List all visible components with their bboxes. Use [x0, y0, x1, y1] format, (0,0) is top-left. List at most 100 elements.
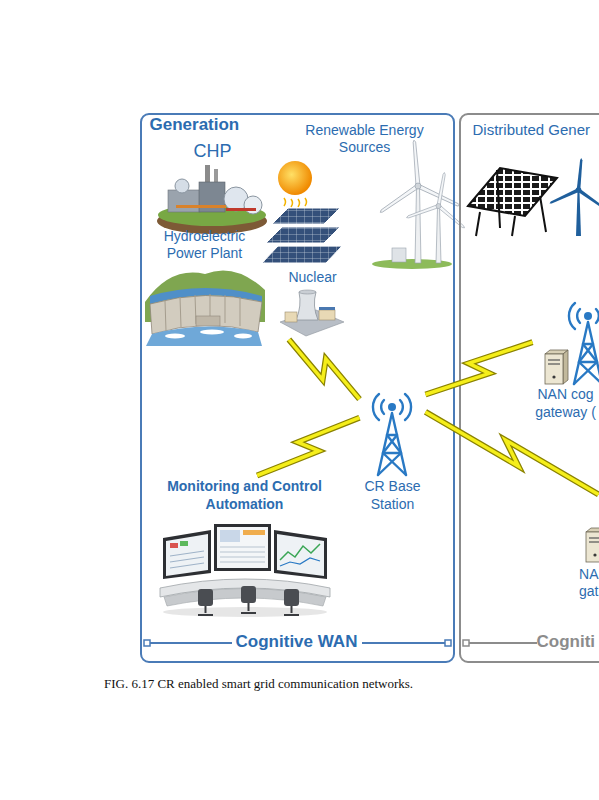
chp-illustration — [168, 190, 200, 212]
network-bar — [463, 640, 469, 646]
network-bar — [144, 640, 150, 646]
wind-turbines — [436, 204, 441, 209]
network-label: Cogniti — [537, 632, 599, 652]
nuclear-plant-illustration — [299, 290, 316, 294]
distributed-turbine — [576, 187, 582, 193]
distributed-turbine — [549, 188, 580, 205]
control-room — [198, 589, 213, 606]
distributed-solar — [468, 168, 557, 236]
solar-field — [262, 246, 342, 263]
renewable-sources: Renewable Energy Sources — [262, 120, 454, 268]
hydro-dam — [196, 316, 220, 326]
nuclear-plant-illustration — [280, 290, 344, 336]
solar-field — [272, 208, 340, 224]
generation-panel: CHP Renewable Energy SourcesHydroelectric… — [140, 113, 455, 663]
wind-turbines — [412, 140, 420, 186]
distributed-solar — [476, 170, 546, 236]
control-room — [241, 586, 256, 603]
distributed-solar — [468, 168, 557, 216]
chp-illustration — [176, 205, 226, 208]
lightning-link — [289, 340, 360, 400]
sun-illustration — [284, 198, 307, 207]
hydro-dam — [200, 330, 224, 335]
control-room — [277, 534, 324, 576]
nuclear-plant-illustration — [319, 310, 335, 320]
control-room — [280, 558, 320, 566]
control-room — [198, 603, 299, 615]
wind-turbines — [415, 183, 421, 189]
monitoring-station: Monitoring and Control Automation — [155, 476, 335, 621]
lightning-outline — [289, 340, 360, 400]
lightning-outline — [426, 412, 599, 495]
network-label: Cognitive WAN — [232, 632, 362, 652]
sun-illustration — [278, 161, 312, 195]
lightning-link — [426, 342, 533, 394]
cr-base-station: CR Base Station — [360, 395, 426, 511]
wind-turbines — [379, 140, 460, 214]
wind-turbines — [372, 140, 466, 269]
node-label: Monitoring and Control Automation — [159, 477, 331, 513]
wind-turbines — [406, 172, 466, 229]
nan-server — [545, 350, 568, 384]
sun-illustration — [278, 161, 312, 207]
node-label: Nuclear — [283, 269, 343, 286]
chp-illustration — [244, 196, 262, 214]
distributed-turbine — [576, 192, 581, 236]
solar-field — [266, 227, 340, 243]
distributed-panel: NAN cog gateway ( NA gat Distributed Gener… — [459, 113, 599, 663]
node-label: Generation — [150, 115, 310, 135]
control-room — [166, 534, 208, 576]
wind-turbines — [437, 205, 465, 229]
nuclear-plant-illustration — [319, 307, 335, 310]
lightning-outline — [257, 418, 359, 476]
hydro-dam — [146, 326, 262, 346]
control-room — [214, 524, 271, 571]
node-label: NA gat — [576, 566, 599, 600]
nan-server — [586, 528, 599, 562]
cr-base-tower — [373, 394, 411, 475]
hydro-dam — [165, 294, 240, 331]
hydro-dam — [145, 270, 265, 346]
distributed-turbine — [577, 158, 583, 190]
control-room — [160, 524, 330, 617]
node-label: CHP — [183, 141, 243, 163]
lightning-outline — [426, 342, 533, 394]
chp-illustration — [175, 179, 189, 193]
control-room — [220, 547, 265, 562]
control-room — [284, 589, 299, 606]
control-room — [274, 530, 327, 579]
hydro-plant: Hydroelectric Power Plant — [143, 226, 268, 348]
control-room — [217, 527, 268, 568]
nan-gateway: NA gat — [576, 495, 599, 600]
node-label: Hydroelectric Power Plant — [150, 228, 260, 262]
lightning-link — [426, 412, 599, 495]
node-label: NAN cog gateway ( — [533, 385, 599, 421]
nuclear-plant: Nuclear — [275, 268, 347, 340]
distributed-turbine — [549, 158, 599, 210]
nuclear-plant-illustration — [285, 312, 297, 322]
hydro-dam — [165, 334, 185, 339]
control-room — [243, 530, 265, 535]
control-room — [170, 551, 204, 568]
wind-turbines — [415, 187, 421, 263]
nan-gateway: NAN cog gateway ( — [533, 300, 599, 422]
control-room — [220, 530, 240, 542]
chp-illustration — [157, 165, 267, 234]
control-room — [170, 543, 178, 548]
hydro-dam — [234, 334, 252, 339]
control-room — [163, 530, 211, 579]
wind-turbines — [392, 248, 406, 262]
network-bar — [445, 640, 451, 646]
distributed-turbine — [549, 158, 599, 236]
nuclear-plant-illustration — [296, 292, 318, 320]
node-label: Distributed Gener — [473, 121, 599, 139]
control-room — [180, 541, 188, 546]
wind-turbines — [437, 172, 446, 206]
node-label: CR Base Station — [360, 477, 426, 513]
lightning-link — [257, 418, 359, 476]
chp-plant: CHP — [155, 140, 270, 234]
wind-turbines — [406, 204, 439, 219]
figure-caption: FIG. 6.17 CR enabled smart grid communic… — [104, 676, 413, 692]
nan-tower — [569, 303, 599, 384]
